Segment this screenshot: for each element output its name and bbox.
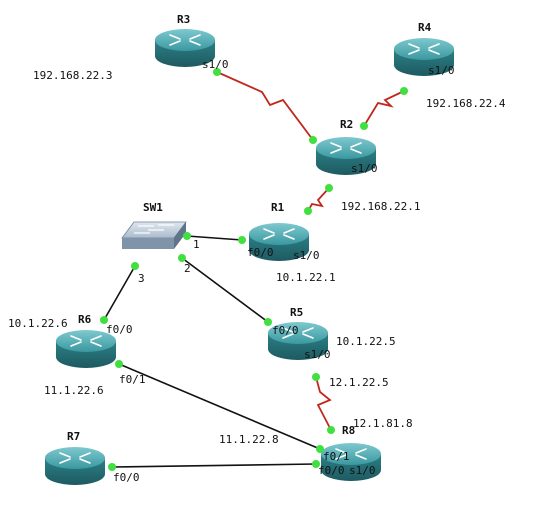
r3-ip-label: 192.168.22.3 [33,69,112,82]
port-dot[interactable] [178,254,186,262]
serial-link-r3-r2 [216,71,314,141]
device-name-r8: R8 [342,424,355,437]
serial-link-r2-r1 [307,187,330,212]
r5-s10-ip-label: 12.1.22.5 [329,376,389,389]
router-r7[interactable] [44,446,106,486]
port-dot[interactable] [316,445,324,453]
port-dot[interactable] [400,87,408,95]
r8-s10-label: s1/0 [349,464,376,477]
r5-f00-ip-label: 10.1.22.5 [336,335,396,348]
port-dot[interactable] [325,184,333,192]
r6-f01-label: f0/1 [119,373,146,386]
r5-f00-label: f0/0 [272,324,299,337]
port-dot[interactable] [183,232,191,240]
links [103,71,405,468]
ethernet-link-sw1-r1 [186,235,243,241]
r8-f01-ip-label: 11.1.22.8 [219,433,279,446]
device-names: R3 R4 R2 SW1 R1 R5 R6 R7 R8 [67,13,432,443]
sw1-port1-label: 1 [193,238,200,251]
r2-s10-label: s1/0 [351,162,378,175]
r8-s10-ip-label: 12.1.81.8 [353,417,413,430]
r6-f00-label: f0/0 [106,323,133,336]
port-dot[interactable] [100,316,108,324]
ethernet-link-sw1-r5 [181,257,269,323]
r3-s10-label: s1/0 [202,58,229,71]
device-name-r2: R2 [340,118,353,131]
r8-f00-label: f0/0 [318,464,345,477]
r1-ip-label: 10.1.22.1 [276,271,336,284]
r4-ip-label: 192.168.22.4 [426,97,506,110]
switch-icon [121,221,187,249]
port-dot[interactable] [213,68,221,76]
port-dot[interactable] [238,236,246,244]
port-dot[interactable] [360,122,368,130]
r1-f00-label: f0/0 [247,246,274,259]
r6-f01-ip-label: 11.1.22.6 [44,384,104,397]
device-name-sw1: SW1 [143,201,163,214]
ethernet-link-sw1-r6 [103,265,136,321]
port-dots [100,68,408,471]
router-icon [44,446,106,486]
port-dot[interactable] [312,460,320,468]
serial-link-r4-r2 [363,90,405,127]
r8-f01-label: f0/1 [323,450,350,463]
port-dot[interactable] [327,426,335,434]
r1-s10-label: s1/0 [293,249,320,262]
port-dot[interactable] [115,360,123,368]
port-dot[interactable] [304,207,312,215]
serial-link-r5-r8 [315,376,332,431]
port-dot[interactable] [264,318,272,326]
ethernet-link-r7-r8 [111,463,317,468]
port-dot[interactable] [312,373,320,381]
device-name-r5: R5 [290,306,303,319]
sw1-port2-label: 2 [184,262,191,275]
device-name-r4: R4 [418,21,432,34]
r4-s10-label: s1/0 [428,64,455,77]
device-name-r1: R1 [271,201,285,214]
port-dot[interactable] [309,136,317,144]
interface-labels: s1/0 192.168.22.3 s1/0 192.168.22.4 s1/0… [8,58,506,484]
device-name-r6: R6 [78,313,92,326]
ethernet-link-r6-r8 [118,363,321,450]
port-dot[interactable] [131,262,139,270]
sw1-port3-label: 3 [138,272,145,285]
r5-s10-label: s1/0 [304,348,331,361]
r6-f00-ip-label: 10.1.22.6 [8,317,68,330]
device-name-r7: R7 [67,430,80,443]
switch-sw1[interactable] [121,221,187,249]
port-dot[interactable] [108,463,116,471]
r7-f00-label: f0/0 [113,471,140,484]
r2-ip-label: 192.168.22.1 [341,200,420,213]
device-name-r3: R3 [177,13,190,26]
